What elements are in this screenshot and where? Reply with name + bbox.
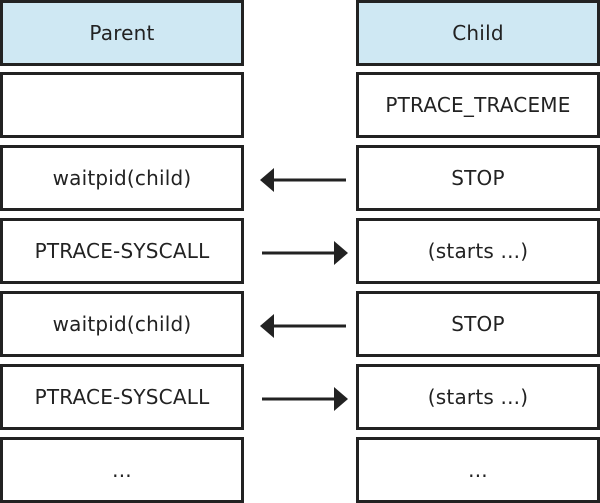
child-step-3-label: (starts ...) (427, 239, 529, 263)
parent-step-4-label: waitpid(child) (52, 312, 192, 336)
parent-step-3-label: PTRACE-SYSCALL (34, 239, 210, 263)
parent-step-6: ... (0, 437, 244, 503)
parent-step-2-label: waitpid(child) (52, 166, 192, 190)
child-step-2: STOP (356, 145, 600, 211)
parent-step-1 (0, 72, 244, 138)
child-header-label: Child (452, 21, 504, 45)
child-step-4-label: STOP (451, 312, 505, 336)
arrow-child-to-parent-1 (260, 168, 346, 192)
arrow-child-to-parent-2 (260, 314, 346, 338)
parent-step-6-label: ... (112, 458, 132, 482)
child-step-4: STOP (356, 291, 600, 357)
arrow-parent-to-child-1 (262, 241, 348, 265)
arrow-parent-to-child-2 (262, 387, 348, 411)
parent-step-5-label: PTRACE-SYSCALL (34, 385, 210, 409)
child-step-2-label: STOP (451, 166, 505, 190)
parent-step-5: PTRACE-SYSCALL (0, 364, 244, 430)
parent-header-label: Parent (89, 21, 155, 45)
child-step-1: PTRACE_TRACEME (356, 72, 600, 138)
parent-step-3: PTRACE-SYSCALL (0, 218, 244, 284)
child-header: Child (356, 0, 600, 66)
parent-step-2: waitpid(child) (0, 145, 244, 211)
parent-header: Parent (0, 0, 244, 66)
child-step-5-label: (starts ...) (427, 385, 529, 409)
child-step-1-label: PTRACE_TRACEME (385, 93, 571, 117)
parent-step-4: waitpid(child) (0, 291, 244, 357)
child-step-6-label: ... (468, 458, 488, 482)
child-step-3: (starts ...) (356, 218, 600, 284)
child-step-5: (starts ...) (356, 364, 600, 430)
child-step-6: ... (356, 437, 600, 503)
